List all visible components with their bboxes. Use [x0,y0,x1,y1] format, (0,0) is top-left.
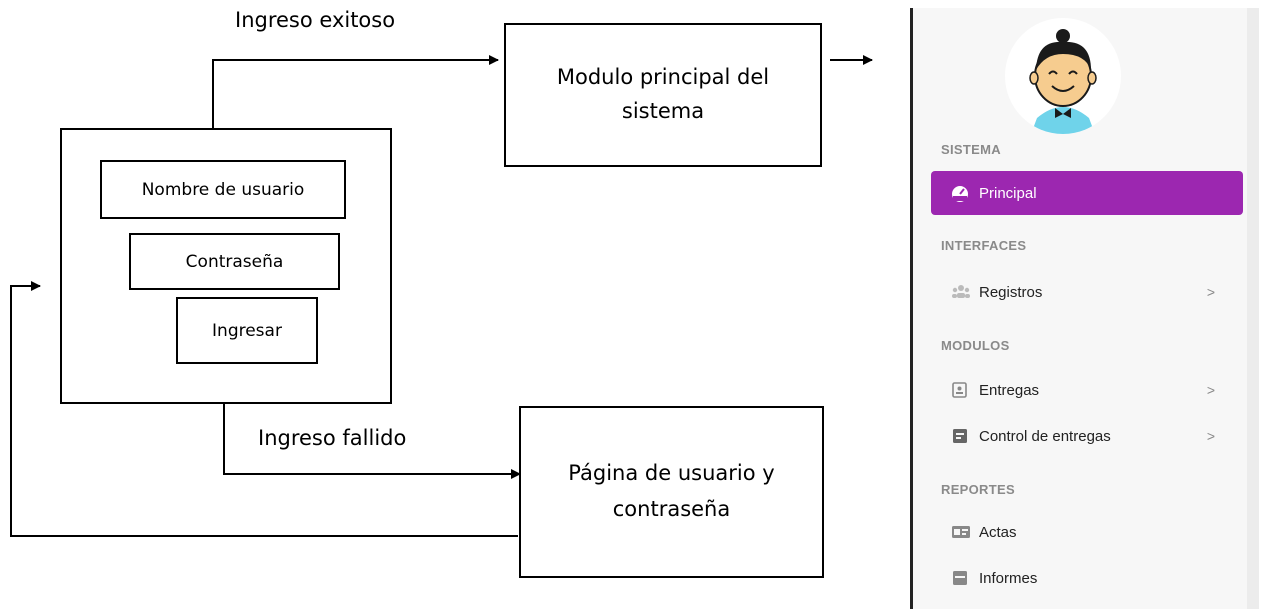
sidebar-item-label: Entregas [979,381,1040,399]
chevron-right-icon: > [1206,428,1215,444]
username-field-node: Nombre de usuario [100,160,346,219]
section-modulos: MODULOS [941,338,1010,353]
id-card-icon [951,523,970,541]
failed-label: Ingreso fallido [258,426,407,450]
main-module-label: Modulo principal del sistema [556,65,770,123]
return-arrow [10,281,518,537]
login-button-node: Ingresar [176,297,318,364]
users-icon [951,283,970,301]
sidebar-item-control-de-entregas[interactable]: Control de entregas > [931,414,1243,458]
contact-card-icon [951,381,969,399]
flow-diagram: Ingreso exitoso Ingreso fallido Modulo p… [10,8,873,578]
sidebar-scrollbar[interactable] [1247,8,1259,609]
section-sistema: SISTEMA [941,142,1001,157]
document-icon [951,569,969,587]
sidebar-item-registros[interactable]: Registros > [931,270,1243,314]
sidebar-item-principal[interactable]: Principal [931,171,1243,215]
username-field-label: Nombre de usuario [141,179,305,200]
clipboard-icon [951,427,969,445]
login-button-label: Ingresar [212,320,282,341]
section-interfaces: INTERFACES [941,238,1027,253]
main-module-node: Modulo principal del sistema [504,23,822,167]
avatar [1005,18,1121,134]
section-reportes: REPORTES [941,482,1015,497]
dashboard-icon [951,184,969,202]
failed-arrow [223,403,521,479]
avatar-icon [1029,29,1097,134]
sidebar-item-actas[interactable]: Actas [931,510,1243,554]
sidebar-item-label: Actas [979,523,1017,541]
success-arrow [212,55,499,128]
chevron-right-icon: > [1206,284,1215,300]
sidebar-item-informes[interactable]: Informes [931,556,1243,600]
login-page-label: Página de usuario y contraseña [568,461,775,521]
diagram-connectors [10,55,873,537]
sidebar-item-entregas[interactable]: Entregas > [931,368,1243,412]
password-field-label: Contraseña [185,251,284,272]
sidebar-item-label: Principal [979,184,1037,202]
sidebar-item-label: Registros [979,283,1043,301]
sidebar-item-label: Informes [979,569,1038,587]
password-field-node: Contraseña [129,233,340,290]
sidebar-panel: SISTEMA Principal INTERFACES Registros >… [910,8,1259,609]
chevron-right-icon: > [1206,382,1215,398]
sidebar-item-label: Control de entregas [979,427,1111,445]
login-page-node: Página de usuario y contraseña [519,406,824,578]
success-label: Ingreso exitoso [235,8,396,32]
